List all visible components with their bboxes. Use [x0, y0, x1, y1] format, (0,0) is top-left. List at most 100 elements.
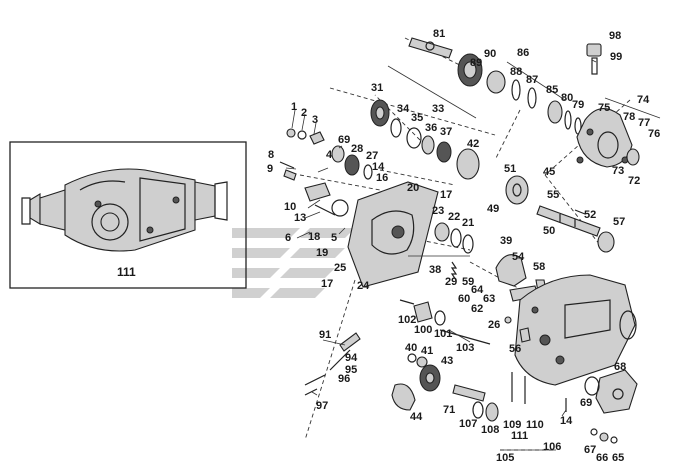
part-75-rear-cover	[576, 108, 633, 168]
label-23: 23	[432, 205, 444, 217]
label-35: 35	[411, 112, 423, 124]
part-36	[421, 135, 435, 155]
label-103: 103	[456, 342, 474, 354]
leader-lines	[285, 59, 661, 451]
part-43-gear	[419, 364, 441, 392]
part-90-gear	[457, 53, 483, 87]
callout-labels: 81 98 90 86 99 89 88 87 85 80 74 31 79 7…	[267, 28, 660, 464]
label-26: 26	[488, 319, 500, 331]
assembly-inset: 111	[9, 141, 247, 289]
label-5: 5	[331, 232, 337, 244]
label-8: 8	[268, 149, 274, 161]
part-52	[574, 209, 586, 215]
part-69a	[331, 145, 345, 163]
part-65	[610, 436, 618, 444]
label-63: 63	[483, 293, 495, 305]
part-31-bearing	[370, 99, 390, 127]
label-17a: 17	[440, 189, 452, 201]
label-109: 109	[503, 419, 521, 431]
assembled-case-drawing	[21, 168, 228, 252]
label-50: 50	[543, 225, 555, 237]
part-40	[407, 353, 417, 363]
label-58: 58	[533, 261, 545, 273]
label-59: 59	[462, 276, 474, 288]
parts	[279, 37, 640, 444]
part-68-yoke	[595, 369, 638, 414]
part-10-13-linkage	[304, 182, 349, 217]
label-94: 94	[345, 352, 358, 364]
label-29: 29	[445, 276, 457, 288]
label-44: 44	[410, 411, 423, 423]
label-56: 56	[509, 343, 521, 355]
part-98-99-breather	[586, 43, 602, 75]
label-76: 76	[648, 128, 660, 140]
label-66: 66	[596, 452, 608, 464]
label-40: 40	[405, 342, 417, 354]
part-44-chain	[391, 383, 416, 411]
label-42: 42	[467, 138, 479, 150]
label-54: 54	[512, 251, 525, 263]
part-35	[406, 127, 422, 149]
label-37: 37	[440, 126, 452, 138]
part-107	[472, 401, 484, 419]
label-81: 81	[433, 28, 445, 40]
label-49: 49	[487, 203, 499, 215]
label-20: 20	[407, 182, 419, 194]
part-91-sensor	[304, 332, 361, 396]
label-60: 60	[458, 293, 470, 305]
part-27	[363, 164, 373, 180]
label-65: 65	[612, 452, 624, 464]
part-71-output-shaft	[452, 384, 486, 402]
part-20-center-plate	[347, 181, 439, 288]
label-52: 52	[584, 209, 596, 221]
label-91: 91	[319, 329, 331, 341]
label-110: 110	[526, 419, 544, 431]
label-17b: 17	[321, 278, 333, 290]
part-1	[286, 128, 296, 138]
label-71: 71	[443, 404, 455, 416]
part-81-shaft	[408, 37, 453, 59]
label-41: 41	[421, 345, 433, 357]
label-79: 79	[572, 99, 584, 111]
part-56	[519, 327, 531, 343]
label-98: 98	[609, 30, 621, 42]
label-74: 74	[637, 94, 650, 106]
label-96: 96	[338, 373, 350, 385]
label-69a: 69	[338, 134, 350, 146]
label-33: 33	[432, 103, 444, 115]
label-13: 13	[294, 212, 306, 224]
label-88: 88	[510, 66, 522, 78]
part-89	[486, 70, 506, 94]
part-37	[436, 141, 452, 163]
part-8	[279, 161, 295, 169]
part-76	[626, 148, 640, 166]
label-38: 38	[429, 264, 441, 276]
label-62: 62	[471, 303, 483, 315]
part-23	[434, 222, 450, 242]
label-22: 22	[448, 211, 460, 223]
part-9	[283, 169, 297, 181]
label-67: 67	[584, 444, 596, 456]
part-55-mainshaft	[536, 205, 601, 237]
part-85	[547, 100, 563, 124]
label-10: 10	[284, 201, 296, 213]
label-95: 95	[345, 364, 357, 376]
label-28: 28	[351, 143, 363, 155]
label-55: 55	[547, 189, 559, 201]
label-2: 2	[301, 107, 307, 119]
label-72: 72	[628, 175, 640, 187]
label-69b: 69	[580, 397, 592, 409]
label-45: 45	[543, 166, 555, 178]
label-111a: 111	[117, 265, 136, 279]
label-27: 27	[366, 150, 378, 162]
label-14: 14	[372, 161, 385, 173]
part-88	[511, 79, 521, 101]
label-34: 34	[397, 103, 410, 115]
label-90: 90	[484, 48, 496, 60]
part-21	[462, 234, 474, 254]
part-87	[527, 87, 537, 109]
label-75: 75	[598, 102, 610, 114]
label-24: 24	[357, 280, 370, 292]
part-42	[456, 148, 480, 180]
label-80: 80	[561, 92, 573, 104]
